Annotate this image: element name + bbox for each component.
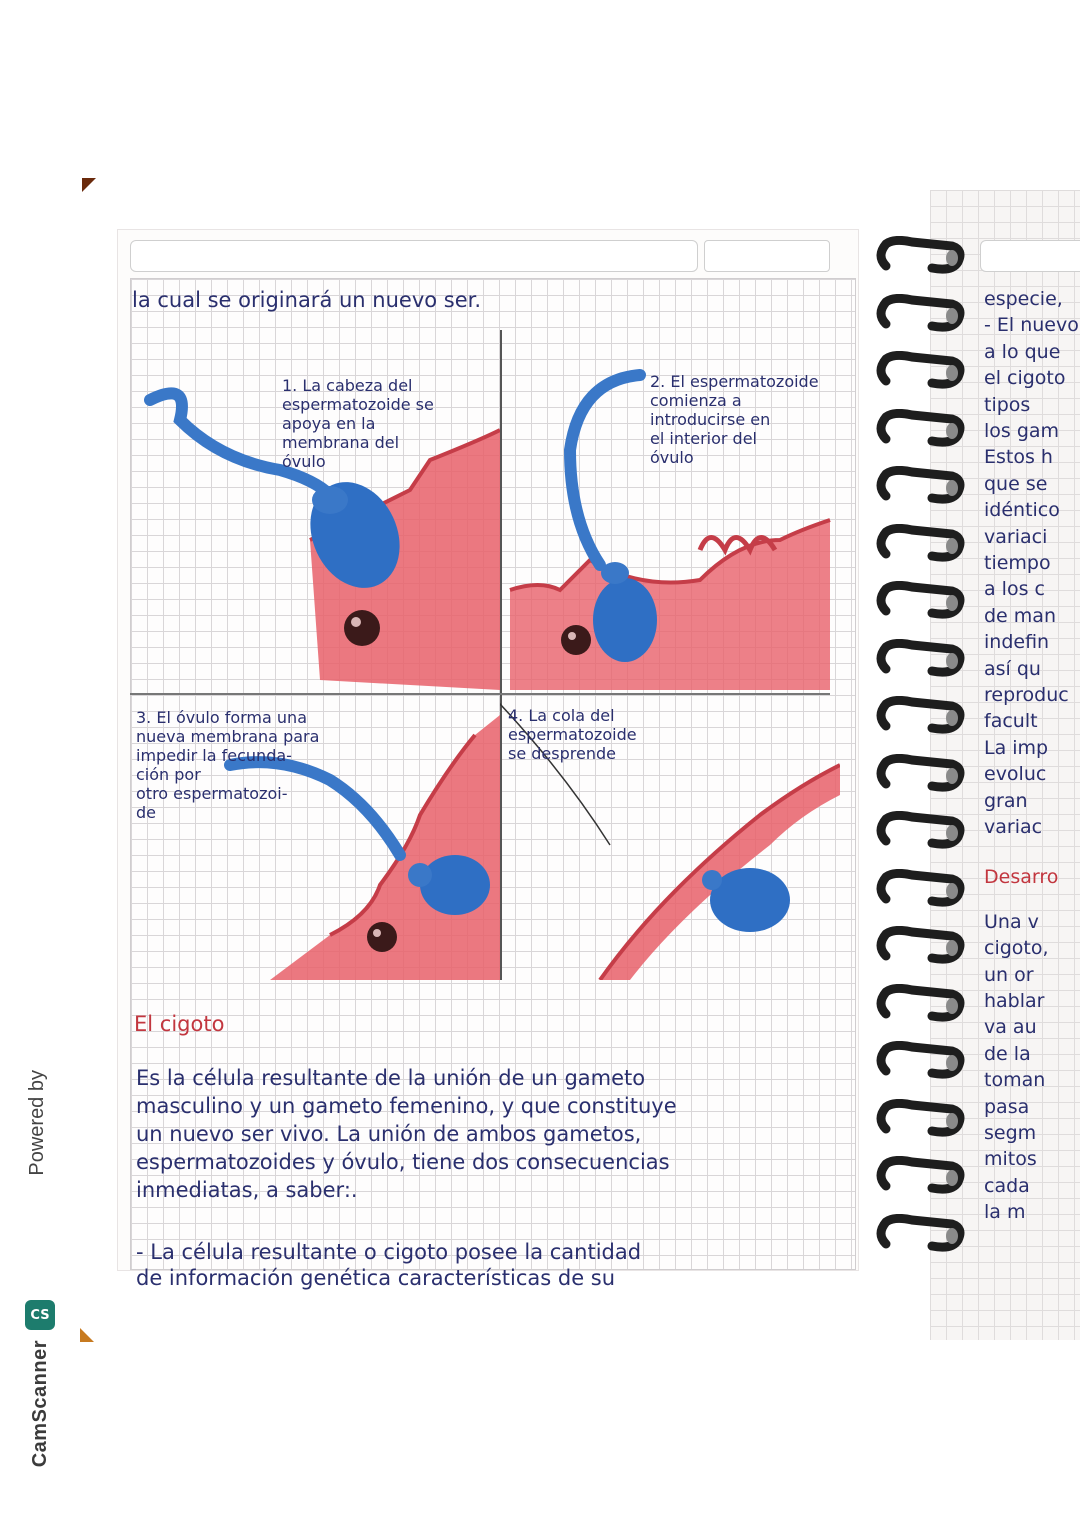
right-page-line: variac (984, 816, 1043, 838)
right-page-line: indefin (984, 631, 1050, 654)
right-page-line: facult (984, 710, 1038, 733)
right-page-line: Estos h (984, 446, 1053, 469)
right-page-line: de la (984, 1042, 1031, 1065)
right-page-header-box (980, 240, 1080, 272)
right-page-line: Una v (984, 910, 1039, 933)
right-page-line: hablar (984, 990, 1045, 1012)
quadrant-divider-horizontal (130, 693, 830, 695)
right-page-line: a lo que (984, 340, 1061, 363)
paragraph-line: espermatozoides y óvulo, tiene dos conse… (136, 1150, 670, 1174)
spiral-ring (876, 466, 965, 504)
right-page-line: de man (984, 604, 1056, 627)
step-1-caption: 1. La cabeza del espermatozoide se apoya… (282, 376, 434, 471)
right-page-line: idéntico (984, 499, 1060, 522)
spiral-ring (876, 868, 965, 907)
spiral-ring (876, 581, 965, 619)
right-page-line: el cigoto (984, 367, 1066, 390)
camscanner-watermark: CS CamScanner (18, 1300, 62, 1510)
spiral-ring (876, 523, 965, 562)
right-page-line: mitos (984, 1148, 1037, 1171)
right-page-line: segm (984, 1122, 1037, 1144)
illustration-step-4 (500, 702, 840, 980)
spiral-ring (876, 293, 965, 332)
right-page-line: la m (984, 1201, 1026, 1224)
camscanner-logo-icon: CS (25, 1300, 55, 1330)
spiral-ring (876, 408, 965, 447)
spiral-ring (876, 1041, 965, 1079)
spiral-ring (876, 926, 965, 964)
intro-line: la cual se originará un nuevo ser. (132, 288, 482, 312)
step-4-caption: 4. La cola del espermatozoide se despren… (508, 706, 637, 763)
right-page-line: cada (984, 1174, 1030, 1197)
paragraph-line: un nuevo ser vivo. La unión de ambos gam… (136, 1122, 642, 1146)
right-page-line: pasa (984, 1095, 1030, 1118)
right-page-line: - El nuevo (984, 314, 1079, 337)
right-page-line: variaci (984, 525, 1048, 548)
spiral-ring (876, 1213, 965, 1252)
spiral-ring (876, 753, 965, 792)
spiral-ring (876, 1098, 965, 1137)
spiral-ring (876, 696, 965, 734)
right-page-line: toman (984, 1069, 1046, 1092)
scan-corner-mark (80, 1328, 94, 1342)
right-page-line: reproduc (984, 684, 1069, 706)
paragraph-line: masculino y un gameto femenino, y que co… (136, 1094, 677, 1118)
bullet-line: - La célula resultante o cigoto posee la… (136, 1240, 642, 1264)
right-page-line: que se (984, 472, 1048, 495)
right-page-line: La imp (984, 736, 1049, 759)
right-page-line: un or (984, 963, 1034, 986)
right-page-line: va au (984, 1016, 1037, 1039)
right-page-line: Desarro (984, 866, 1059, 889)
right-page-line: tipos (984, 393, 1031, 416)
illustration-step-2 (509, 369, 831, 690)
spiral-ring (876, 236, 965, 274)
right-page-line: cigoto, (984, 937, 1049, 960)
section-heading-cigoto: El cigoto (134, 1012, 225, 1036)
paragraph-line: inmediatas, a saber:. (136, 1178, 358, 1202)
spiral-ring (876, 811, 965, 849)
spiral-ring (876, 983, 965, 1022)
right-page-line: gran (984, 789, 1028, 812)
right-page-line: tiempo (984, 552, 1051, 574)
spiral-ring (876, 638, 965, 677)
right-page-line: los gam (984, 420, 1060, 442)
right-page-line: así qu (984, 657, 1041, 680)
scan-corner-mark (82, 178, 96, 192)
spiral-ring (876, 351, 965, 389)
right-page-line: a los c (984, 578, 1045, 601)
bullet-line: de información genética características … (136, 1266, 616, 1290)
right-page-line: evoluc (984, 763, 1047, 786)
quadrant-divider-vertical (500, 330, 502, 980)
illustration-step-1 (144, 387, 500, 690)
step-3-caption: 3. El óvulo forma una nueva membrana par… (136, 708, 320, 822)
page-date-box (704, 240, 830, 272)
spiral-ring (876, 1156, 965, 1194)
step-2-caption: 2. El espermatozoide comienza a introduc… (650, 372, 819, 467)
powered-by-label: Powered by (26, 1070, 48, 1176)
page-header-box (130, 240, 698, 272)
camscanner-brand: CamScanner (28, 1340, 51, 1468)
paragraph-line: Es la célula resultante de la unión de u… (136, 1066, 646, 1090)
right-page-line: especie, (984, 288, 1063, 310)
illustration-step-3 (224, 715, 500, 980)
